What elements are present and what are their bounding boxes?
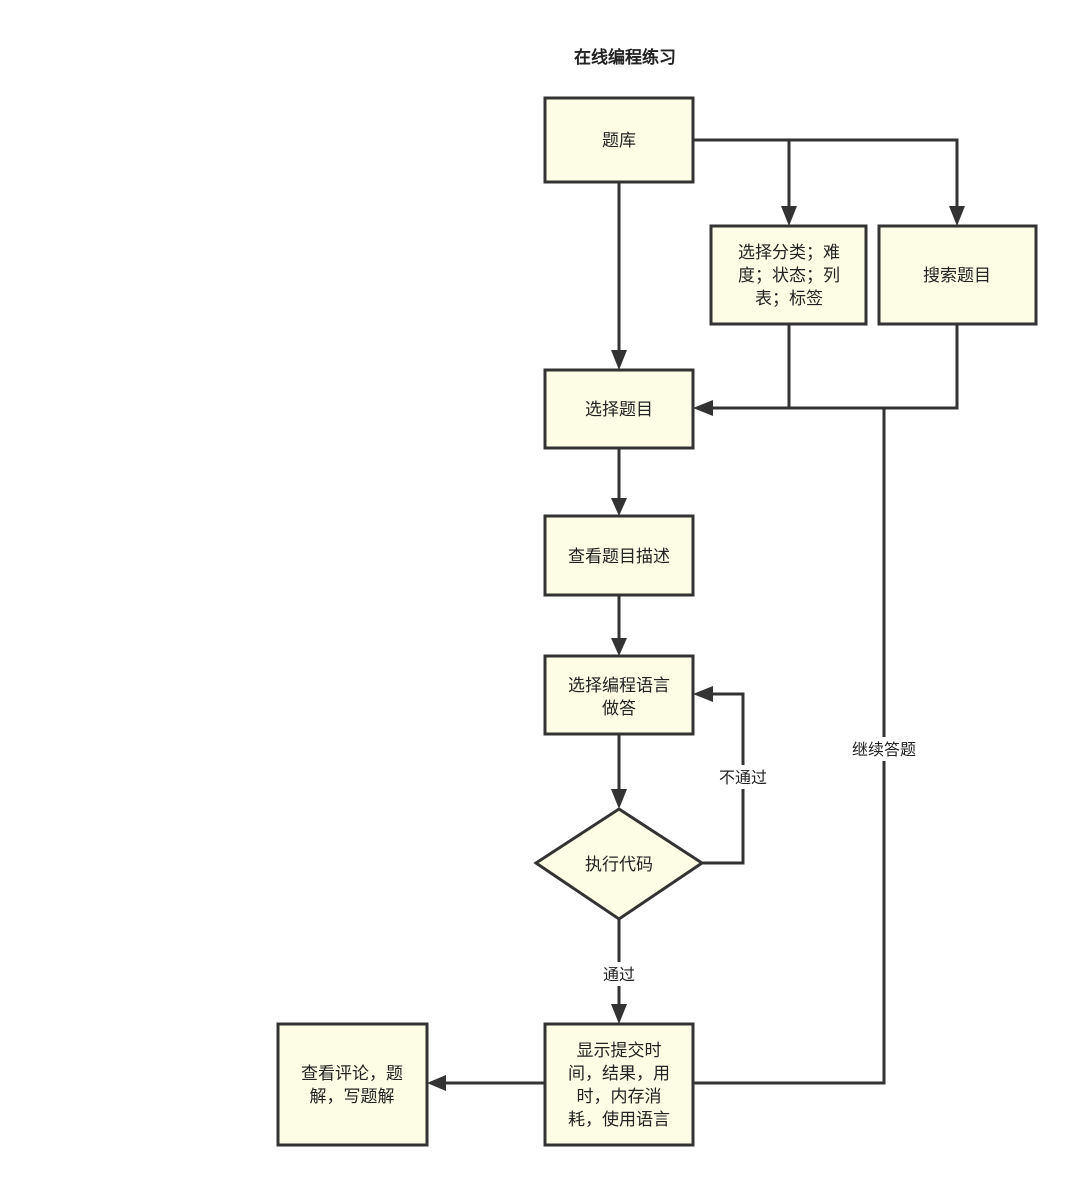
node-run-code: 执行代码 <box>533 807 705 921</box>
node-filter-line-3: 表；标签 <box>755 289 823 309</box>
node-view-description: 查看题目描述 <box>543 514 695 597</box>
node-question-bank: 题库 <box>543 96 695 184</box>
arrow-head <box>611 498 627 516</box>
node-search: 搜索题目 <box>877 224 1038 326</box>
arrow-head <box>611 1004 627 1024</box>
edge-result-continue <box>693 408 886 1085</box>
node-view-comments-line-1: 查看评论，题 <box>301 1064 403 1084</box>
node-show-result-line-3: 时，内存消 <box>577 1087 662 1107</box>
edge-labels: 不通过 通过 继续答题 <box>596 737 923 986</box>
node-view-comments: 查看评论，题 解，写题解 <box>276 1022 429 1147</box>
node-choose-language-line-2: 做答 <box>602 699 636 719</box>
node-show-result-line-2: 间，结果，用 <box>568 1064 670 1084</box>
arrow-head <box>693 686 713 702</box>
node-select-question-label: 选择题目 <box>585 400 653 420</box>
arrow-head <box>611 638 627 656</box>
arrow-head <box>427 1075 446 1091</box>
node-show-result-line-4: 耗，使用语言 <box>568 1109 670 1130</box>
node-filter-line-1: 选择分类；难 <box>738 243 840 263</box>
node-filter-line-2: 度；状态；列 <box>738 266 840 286</box>
arrow-head <box>611 350 627 370</box>
node-choose-language: 选择编程语言 做答 <box>543 654 695 736</box>
arrow-head <box>611 789 627 809</box>
edge-bank-to-filter <box>693 138 959 210</box>
edge-label-continue: 继续答题 <box>852 740 916 759</box>
node-select-question: 选择题目 <box>543 368 695 450</box>
edge-label-fail: 不通过 <box>719 768 767 787</box>
node-show-result-line-1: 显示提交时 <box>577 1041 662 1061</box>
node-question-bank-label: 题库 <box>602 131 636 151</box>
arrow-head <box>781 206 797 226</box>
diagram-title: 在线编程练习 <box>574 47 676 68</box>
edge-label-pass: 通过 <box>603 965 635 984</box>
edge-filter-search-to-select <box>710 324 959 410</box>
node-filter: 选择分类；难 度；状态；列 表；标签 <box>709 224 868 326</box>
arrow-head <box>949 206 965 226</box>
node-view-description-label: 查看题目描述 <box>568 547 670 567</box>
node-run-code-label: 执行代码 <box>585 855 653 875</box>
node-choose-language-line-1: 选择编程语言 <box>568 676 670 696</box>
node-show-result: 显示提交时 间，结果，用 时，内存消 耗，使用语言 <box>543 1022 695 1147</box>
node-view-comments-line-2: 解，写题解 <box>310 1087 395 1107</box>
nodes: 题库 选择分类；难 度；状态；列 表；标签 搜索题目 选择题目 查看题目描述 选… <box>276 96 1038 1147</box>
arrow-head <box>693 400 713 416</box>
node-search-label: 搜索题目 <box>923 266 991 286</box>
